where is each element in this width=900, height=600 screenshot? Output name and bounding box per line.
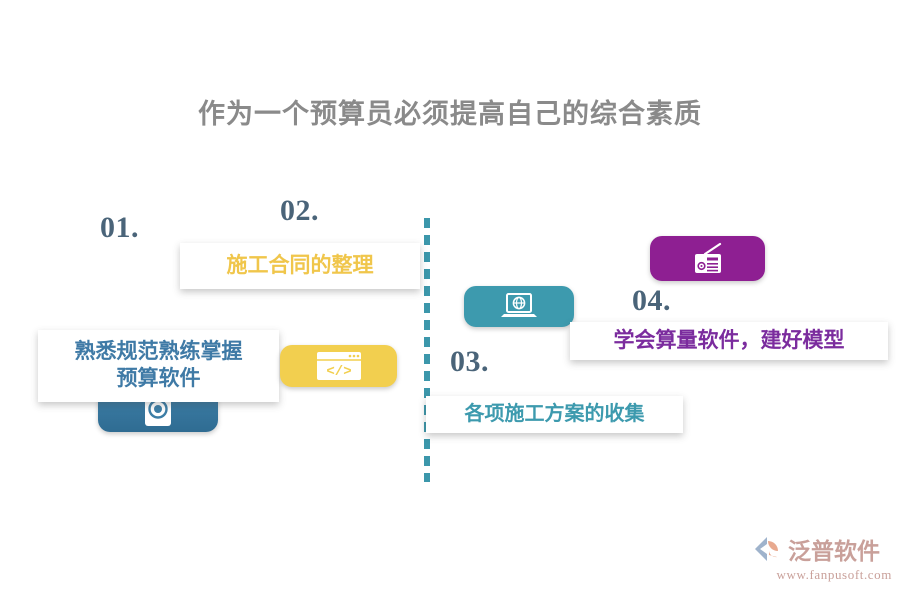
svg-text:</>: </> [326, 364, 351, 380]
brand-logo: 泛普软件 www.fanpusoft.com [752, 536, 892, 584]
laptop-globe-icon-tile [464, 286, 574, 327]
step-card-03-text: 各项施工方案的收集 [464, 402, 645, 425]
radio-icon-tile [650, 236, 765, 281]
laptop-globe-icon [464, 286, 574, 327]
step-card-01: 熟悉规范熟练掌握 预算软件 [38, 330, 279, 402]
step-card-04-text: 学会算量软件，建好模型 [613, 328, 845, 352]
brand-name: 泛普软件 [788, 538, 880, 564]
step-number-02: 02. [280, 194, 319, 227]
code-window-icon-tile: </> [280, 345, 397, 387]
step-card-01-text: 熟悉规范熟练掌握 预算软件 [74, 340, 243, 390]
step-number-04: 04. [632, 284, 671, 317]
step-card-03: 各项施工方案的收集 [426, 396, 683, 433]
step-number-03: 03. [450, 345, 489, 378]
step-card-02: 施工合同的整理 [180, 243, 420, 289]
step-card-04: 学会算量软件，建好模型 [570, 322, 888, 360]
fanpu-logo-mark-icon [752, 535, 784, 568]
step-number-01: 01. [100, 211, 139, 244]
page-title: 作为一个预算员必须提高自己的综合素质 [198, 99, 702, 129]
code-window-icon: </> [280, 345, 397, 387]
step-card-02-text: 施工合同的整理 [226, 253, 374, 277]
brand-url: www.fanpusoft.com [776, 567, 892, 582]
radio-icon [650, 236, 765, 281]
vertical-dashed-divider [424, 218, 430, 482]
